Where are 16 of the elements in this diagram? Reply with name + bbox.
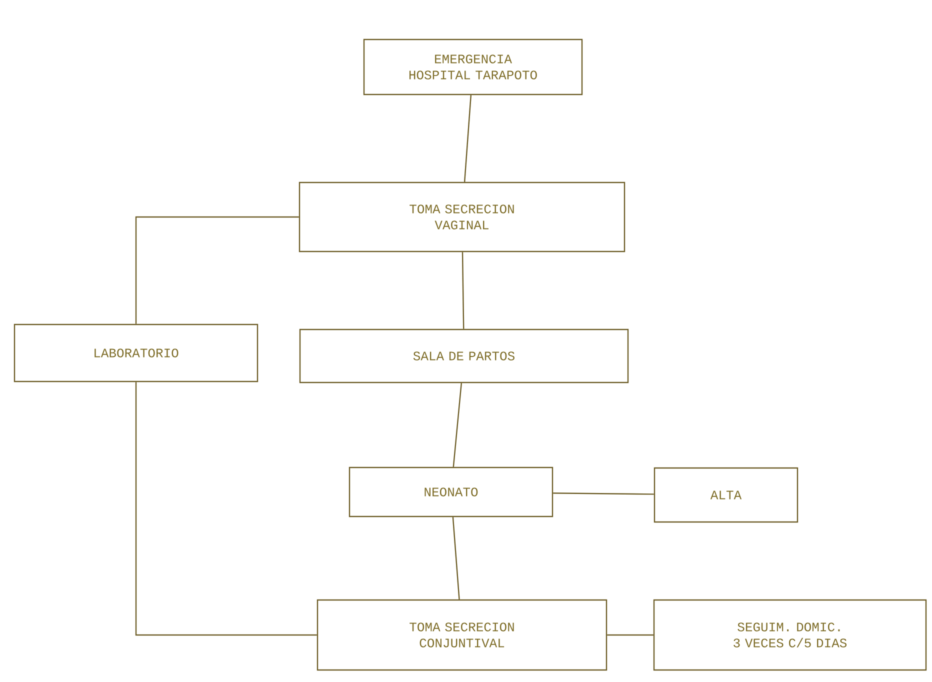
connector-line [135, 382, 317, 636]
process-box: SALA DE PARTOS [299, 328, 629, 384]
process-box: TOMA SECRECION VAGINAL [298, 182, 626, 252]
connector-line [464, 95, 472, 182]
process-box: TOMA SECRECION CONJUNTIVAL [316, 599, 608, 671]
connector-line [135, 216, 299, 324]
connector-line [452, 383, 462, 467]
process-box: NEONATO [348, 466, 554, 518]
process-box: SEGUIM. DOMIC. 3 VECES C/5 DIAS [653, 599, 927, 671]
connector-line [462, 252, 464, 329]
connector-line [553, 492, 654, 495]
process-box: LABORATORIO [14, 324, 258, 382]
process-box: EMERGENCIA HOSPITAL TARAPOTO [363, 38, 583, 96]
connector-line [452, 517, 460, 600]
process-box: ALTA [654, 467, 798, 523]
connector-line [607, 634, 654, 636]
